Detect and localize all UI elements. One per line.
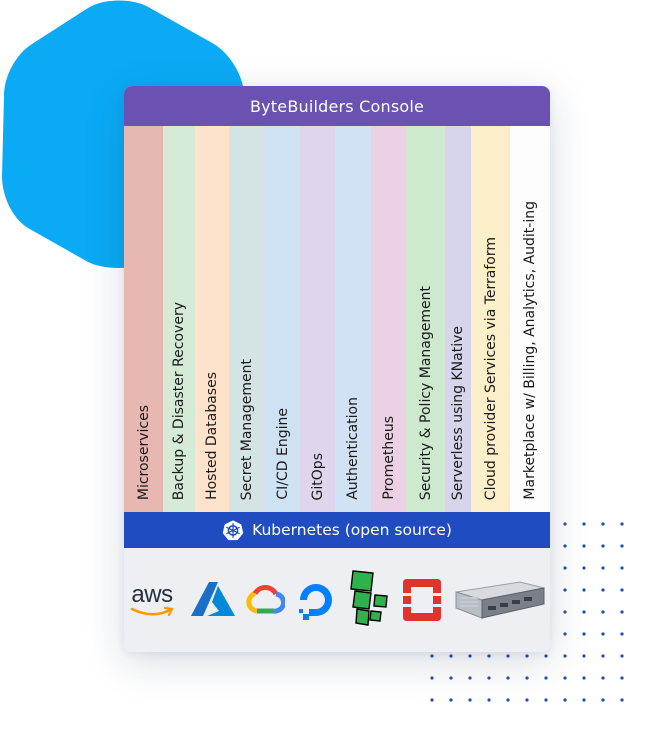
decorative-dot [525,676,529,680]
decorative-dot [449,698,453,702]
service-label: CI/CD Engine [274,408,291,500]
linode-icon [347,569,391,631]
decorative-dot [620,654,624,658]
service-label: Marketplace w/ Billing, Analytics, Audit… [522,201,538,500]
decorative-dot [563,566,567,570]
decorative-dot [620,566,624,570]
decorative-dot [563,522,567,526]
decorative-dot [601,566,605,570]
decorative-dot [582,698,586,702]
service-column: Secret Management [229,126,265,512]
decorative-dot [525,698,529,702]
service-column: Security & Policy Management [406,126,445,512]
azure-icon [189,580,237,620]
decorative-dot [449,676,453,680]
decorative-dot [563,632,567,636]
decorative-dot [430,676,434,680]
decorative-dot [544,654,548,658]
decorative-dot [620,632,624,636]
decorative-dot [582,544,586,548]
google-cloud-icon [245,583,286,617]
decorative-dot [544,698,548,702]
decorative-dot [601,698,605,702]
service-column: Prometheus [371,126,406,512]
service-label: Cloud provider Services via Terraform [482,236,499,500]
decorative-dot [430,654,434,658]
service-label: GitOps [309,452,326,500]
decorative-dot [449,654,453,658]
service-label: Microservices [135,404,152,500]
digitalocean-icon [294,578,338,622]
service-label: Prometheus [380,416,397,500]
service-column: CI/CD Engine [265,126,300,512]
aws-smile-icon [130,607,174,617]
service-label: Serverless using KNative [450,325,466,500]
service-column: Backup & Disaster Recovery [163,126,195,512]
decorative-dot [601,654,605,658]
decorative-dot [620,610,624,614]
service-label: Hosted Databases [204,372,220,500]
decorative-dot [582,566,586,570]
decorative-dot [487,676,491,680]
decorative-dot [430,698,434,702]
bare-metal-server-icon [454,578,546,622]
decorative-dot [582,632,586,636]
openstack-icon [399,577,445,623]
decorative-dot [620,676,624,680]
decorative-dot [506,698,510,702]
decorative-dot [468,676,472,680]
aws-logo: aws [124,583,180,617]
decorative-dot [544,676,548,680]
decorative-dot [582,654,586,658]
service-column: Marketplace w/ Billing, Analytics, Audit… [510,126,550,512]
cloud-providers-row: aws [124,548,550,652]
service-label: Secret Management [239,358,255,500]
console-card: ByteBuilders Console Microservices Backup… [124,86,550,652]
decorative-dot [620,522,624,526]
service-column: GitOps [300,126,335,512]
kubernetes-helm-icon [222,520,244,541]
decorative-dot [620,698,624,702]
decorative-dot [487,654,491,658]
decorative-dot [601,676,605,680]
decorative-dot [601,544,605,548]
service-column: Serverless using KNative [445,126,471,512]
decorative-dot [468,698,472,702]
decorative-dot [620,588,624,592]
service-column: Hosted Databases [195,126,229,512]
decorative-dot [601,632,605,636]
service-column: Microservices [124,126,163,512]
decorative-dot [506,676,510,680]
decorative-dot [563,610,567,614]
service-label: Backup & Disaster Recovery [171,301,187,500]
service-label: Security & Policy Management [417,285,434,500]
decorative-dot [563,654,567,658]
decorative-dot [563,698,567,702]
kubernetes-bar: Kubernetes (open source) [124,512,550,548]
kubernetes-label: Kubernetes (open source) [252,521,452,539]
decorative-dot [563,588,567,592]
decorative-dot [468,654,472,658]
decorative-dot [601,588,605,592]
decorative-dot [525,654,529,658]
decorative-dot [582,676,586,680]
decorative-dot [620,544,624,548]
service-label: Authentication [345,397,361,500]
aws-logo-text: aws [131,581,173,608]
decorative-dot [563,676,567,680]
decorative-dot [487,698,491,702]
decorative-dot [563,544,567,548]
decorative-dot [601,522,605,526]
service-column: Authentication [335,126,371,512]
decorative-dot [582,522,586,526]
decorative-dot [506,654,510,658]
decorative-dot [601,610,605,614]
decorative-dot [582,610,586,614]
console-title: ByteBuilders Console [124,86,550,126]
service-column: Cloud provider Services via Terraform [471,126,510,512]
services-columns: Microservices Backup & Disaster Recovery H… [124,126,550,512]
decorative-dot [582,588,586,592]
